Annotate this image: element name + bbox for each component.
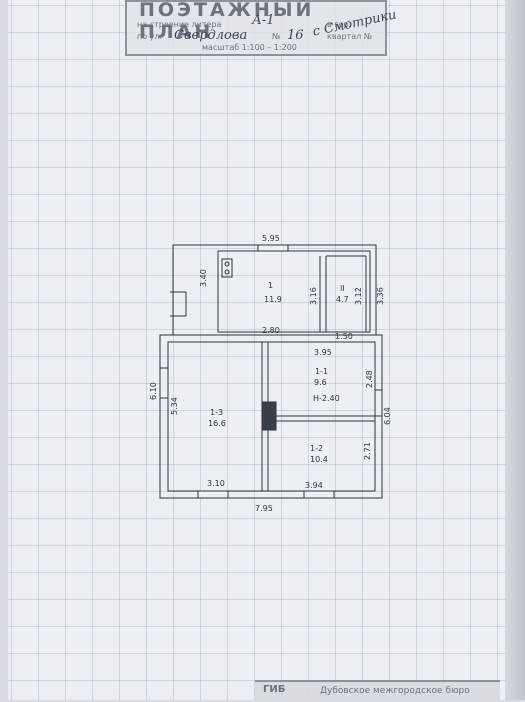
- dim-340: 3.40: [199, 269, 208, 287]
- document-sheet: [8, 0, 508, 700]
- handwritten-street: Свердлова: [174, 28, 248, 43]
- room-1-id: 1: [268, 281, 273, 290]
- handwritten-litera: А-1: [252, 13, 275, 28]
- heating-stove-icon: [261, 401, 277, 431]
- dim-280: 2.80: [262, 326, 280, 335]
- stove-icon: [221, 258, 233, 278]
- stamp-scale: масштаб 1:100 – 1:200: [202, 43, 297, 52]
- dim-top: 5.95: [262, 234, 280, 243]
- dim-310: 3.10: [207, 479, 225, 488]
- burner-icon: [224, 261, 230, 267]
- bureau-footer-stamp: ГИБ Дубовское межгородское бюро: [255, 680, 500, 702]
- room-ii-id: II: [340, 284, 345, 293]
- stamp-line2-prefix: по ул.: [137, 32, 163, 41]
- room-1-3-area: 16.6: [208, 419, 226, 428]
- dim-336: 3.36: [376, 287, 385, 305]
- room-1-2-id: 1-2: [310, 444, 323, 453]
- stamp-line1-mid: в гор.: [327, 20, 351, 29]
- window-bottom-right: [303, 490, 335, 499]
- burner-icon: [224, 269, 230, 275]
- dim-248: 2.48: [365, 370, 374, 388]
- handwritten-house-number: 16: [287, 28, 304, 43]
- room-1-1-id: 1-1: [315, 367, 328, 376]
- dim-271: 2.71: [363, 442, 372, 460]
- floor-plan-stamp: ПОЭТАЖНЫЙ ПЛАН на строение литера в гор.…: [125, 0, 387, 56]
- dim-316: 3.16: [309, 287, 318, 305]
- window-left: [159, 367, 169, 399]
- window-right: [374, 389, 383, 417]
- page-edge: [505, 0, 525, 700]
- room-ii-area: 4.7: [336, 295, 349, 304]
- stamp-apartment-label: квартал №: [327, 32, 373, 41]
- stamp-title: ПОЭТАЖНЫЙ ПЛАН: [139, 0, 315, 43]
- dim-534: 5.34: [170, 397, 179, 415]
- annex-outer-wall: [172, 244, 377, 336]
- annex-inner-wall: [217, 250, 371, 333]
- window-bottom-left: [197, 490, 229, 499]
- room-1-2-area: 10.4: [310, 455, 328, 464]
- dim-395: 3.95: [314, 348, 332, 357]
- dim-312: 3.12: [354, 287, 363, 305]
- dim-150: 1.50: [335, 332, 353, 341]
- room-1-3-id: 1-3: [210, 408, 223, 417]
- dim-bottom: 7.95: [255, 504, 273, 513]
- stamp-line1-prefix: на строение литера: [137, 20, 222, 29]
- footer-code: ГИБ: [263, 684, 286, 695]
- ceiling-height: Н-2.40: [313, 394, 340, 403]
- room-1-area: 11.9: [264, 295, 282, 304]
- room-1-1-area: 9.6: [314, 378, 327, 387]
- stamp-house-label: №: [272, 32, 281, 41]
- window-top: [257, 244, 289, 252]
- dim-394: 3.94: [305, 481, 323, 490]
- dim-right: 6.04: [383, 407, 392, 425]
- footer-text: Дубовское межгородское бюро: [320, 686, 470, 696]
- dim-left: 6.10: [149, 382, 158, 400]
